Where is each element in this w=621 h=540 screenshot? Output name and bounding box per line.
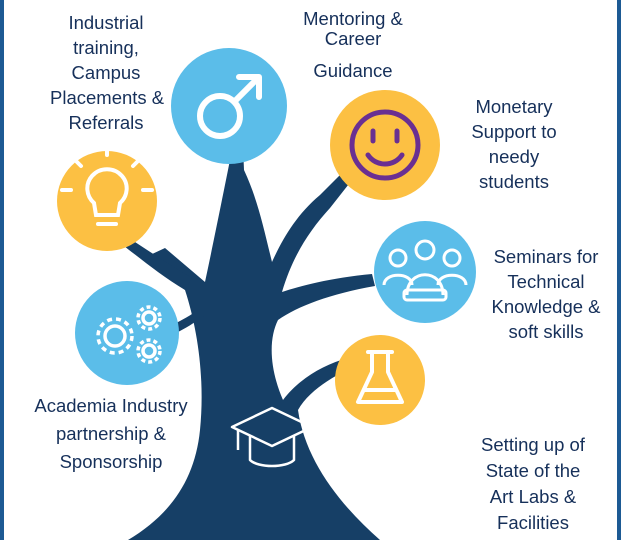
smiley-face-icon <box>349 109 421 181</box>
monetary-line-3: needy <box>488 146 540 167</box>
lightbulb-icon <box>60 143 154 226</box>
monetary-circle <box>330 90 440 200</box>
labs-label: Setting up of State of the Art Labs & Fa… <box>470 432 596 536</box>
male-symbol-icon <box>197 74 262 139</box>
labs-line-1: Setting up of <box>481 434 585 455</box>
seminars-line-4: soft skills <box>508 321 584 342</box>
seminars-label: Seminars for Technical Knowledge & soft … <box>480 244 612 344</box>
flask-icon <box>356 350 404 404</box>
labs-circle <box>335 335 425 425</box>
seminars-circle <box>374 221 476 323</box>
mentoring-circle <box>171 48 287 164</box>
labs-line-4: Facilities <box>497 512 569 533</box>
placements-circle <box>57 151 157 251</box>
placements-line-1: Industrial <box>68 12 144 33</box>
labs-line-2: State of the <box>485 460 581 481</box>
monetary-line-2: Support to <box>471 121 557 142</box>
placements-label: Industrial training, Campus Placements &… <box>50 10 165 135</box>
placements-line-3: Campus <box>71 62 141 83</box>
seminars-line-1: Seminars for <box>493 246 599 267</box>
placements-line-4: Placements & <box>50 87 165 108</box>
academia-line-3: Sponsorship <box>59 451 163 472</box>
labs-line-3: Art Labs & <box>489 486 577 507</box>
mentoring-line-2: Career <box>324 28 382 49</box>
mentoring-line-1: Mentoring & <box>303 8 403 29</box>
graduation-cap-icon <box>230 406 314 468</box>
placements-line-2: training, <box>73 37 139 58</box>
monetary-label: Monetary Support to needy students <box>458 94 570 194</box>
seminars-line-3: Knowledge & <box>491 296 601 317</box>
academia-label: Academia Industry partnership & Sponsors… <box>16 392 206 476</box>
placements-line-5: Referrals <box>68 112 144 133</box>
mentoring-label: Mentoring & Career Guidance <box>292 6 414 84</box>
people-group-icon <box>382 239 468 302</box>
academia-circle <box>75 281 179 385</box>
gears-icon <box>96 305 162 364</box>
mentoring-line-3: Guidance <box>313 60 393 81</box>
academia-line-1: Academia Industry <box>34 395 188 416</box>
monetary-line-1: Monetary <box>475 96 553 117</box>
monetary-line-4: students <box>479 171 549 192</box>
seminars-line-2: Technical <box>507 271 585 292</box>
academia-line-2: partnership & <box>55 423 167 444</box>
